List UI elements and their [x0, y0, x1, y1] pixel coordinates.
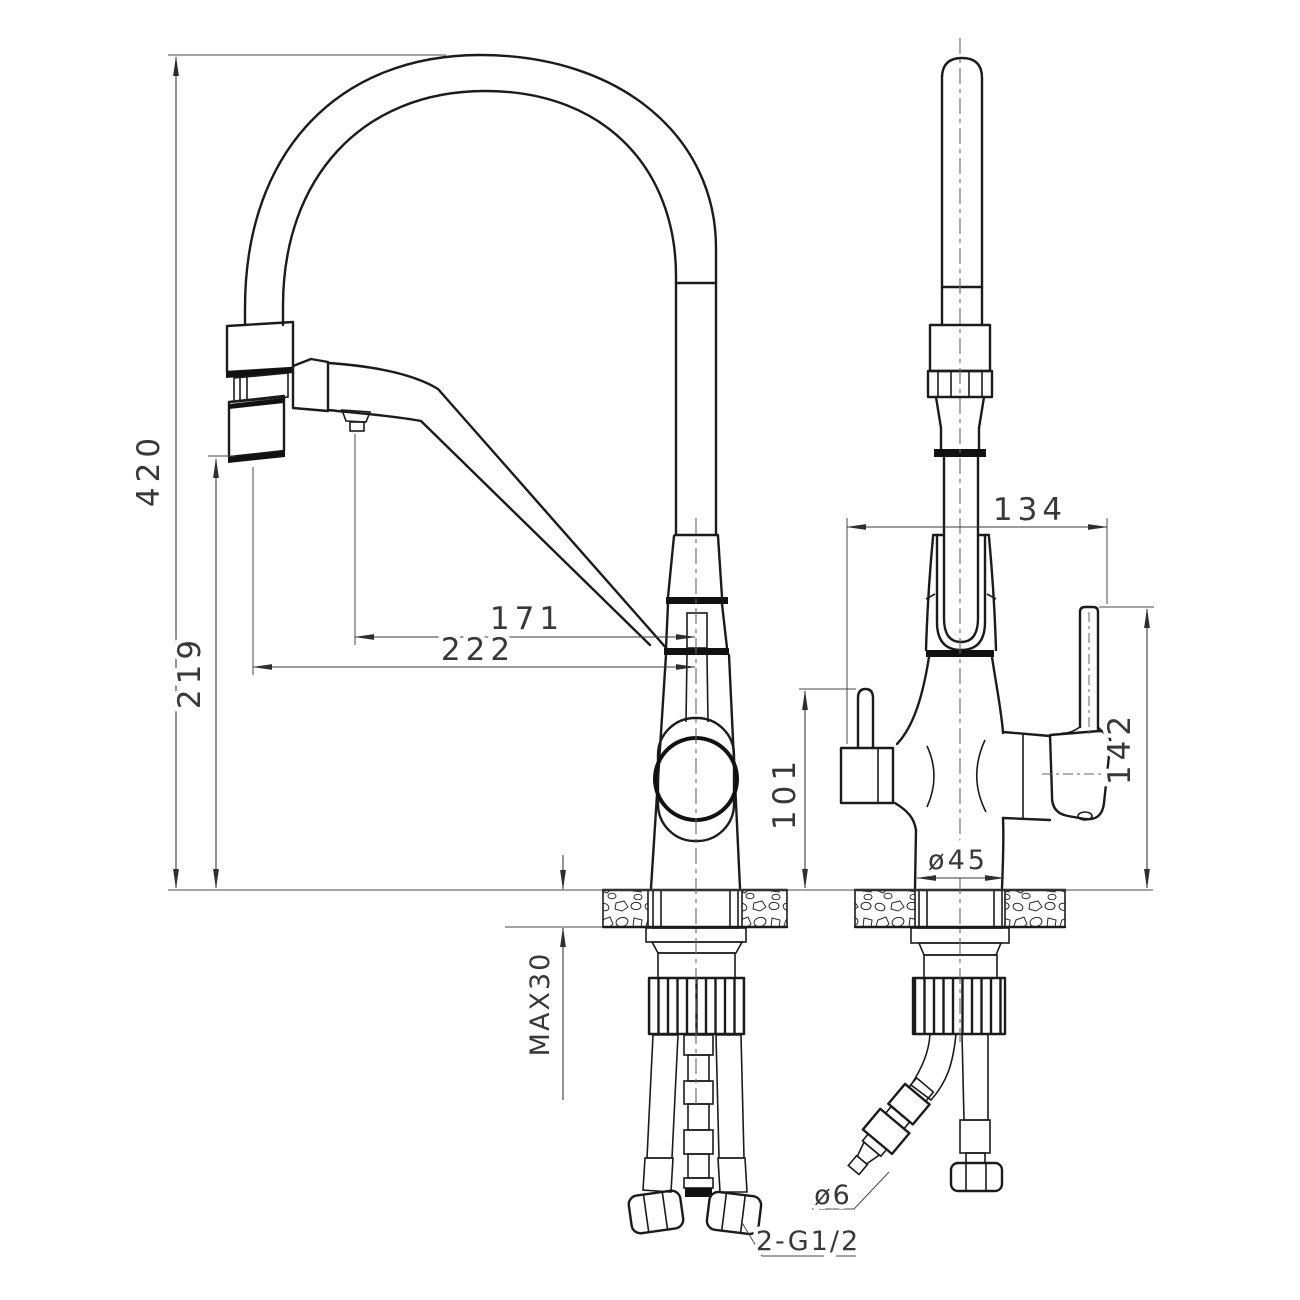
dim-label-142: 142: [1102, 711, 1138, 785]
filter-pipe: [683, 1034, 714, 1197]
leader-label-g12: 2-G1/2: [756, 1226, 860, 1257]
dim-label-420: 420: [131, 433, 167, 507]
dim-label-134: 134: [993, 492, 1067, 528]
dimension-handle-height: 142: [1098, 606, 1154, 889]
dimension-top-width: 134: [846, 488, 1108, 744]
dimension-spray-reach: 222: [252, 467, 696, 675]
dim-label-171: 171: [490, 601, 564, 637]
filter-lever: [839, 687, 895, 805]
leader-hose-thread: 2-G1/2: [740, 1220, 863, 1262]
dimension-base-diameter: ø45: [916, 841, 1005, 881]
dimension-spray-height: 219: [168, 455, 236, 889]
leader-filter-pipe: ø6: [810, 1171, 890, 1216]
countertop-front: [601, 888, 789, 929]
supply-hoses-side: [847, 1033, 1004, 1193]
dim-label-101: 101: [767, 756, 803, 830]
faucet-side-view: [839, 56, 1112, 1193]
dim-label-max30: MAX30: [525, 952, 556, 1057]
hose-nut-right: [705, 1190, 763, 1236]
spray-head: [225, 320, 295, 463]
spout-arm: [291, 357, 669, 651]
countertop-side: [853, 888, 1067, 929]
dimension-total-height: 420: [127, 54, 446, 889]
dimension-lever-height: 101: [763, 688, 856, 889]
dim-label-d45: ø45: [928, 845, 988, 876]
dimension-spout-reach: 171: [354, 434, 696, 645]
main-handle: [1001, 605, 1112, 822]
centerlines: [695, 38, 1124, 1105]
leader-label-d6: ø6: [814, 1180, 852, 1211]
supply-hoses-front: [627, 1034, 763, 1236]
mounting-hardware-side: [910, 889, 1010, 1036]
hose-nut-left: [627, 1189, 685, 1235]
filter-fitting: [847, 1076, 935, 1176]
dim-label-222: 222: [441, 632, 515, 668]
dim-label-219: 219: [172, 635, 208, 709]
dimension-deck-thickness: MAX30: [521, 855, 566, 1100]
dimensions: 420 219 171 222 134: [127, 54, 1154, 1262]
side-spout-body: [893, 533, 1005, 890]
spring-hose-arc: [243, 53, 718, 537]
